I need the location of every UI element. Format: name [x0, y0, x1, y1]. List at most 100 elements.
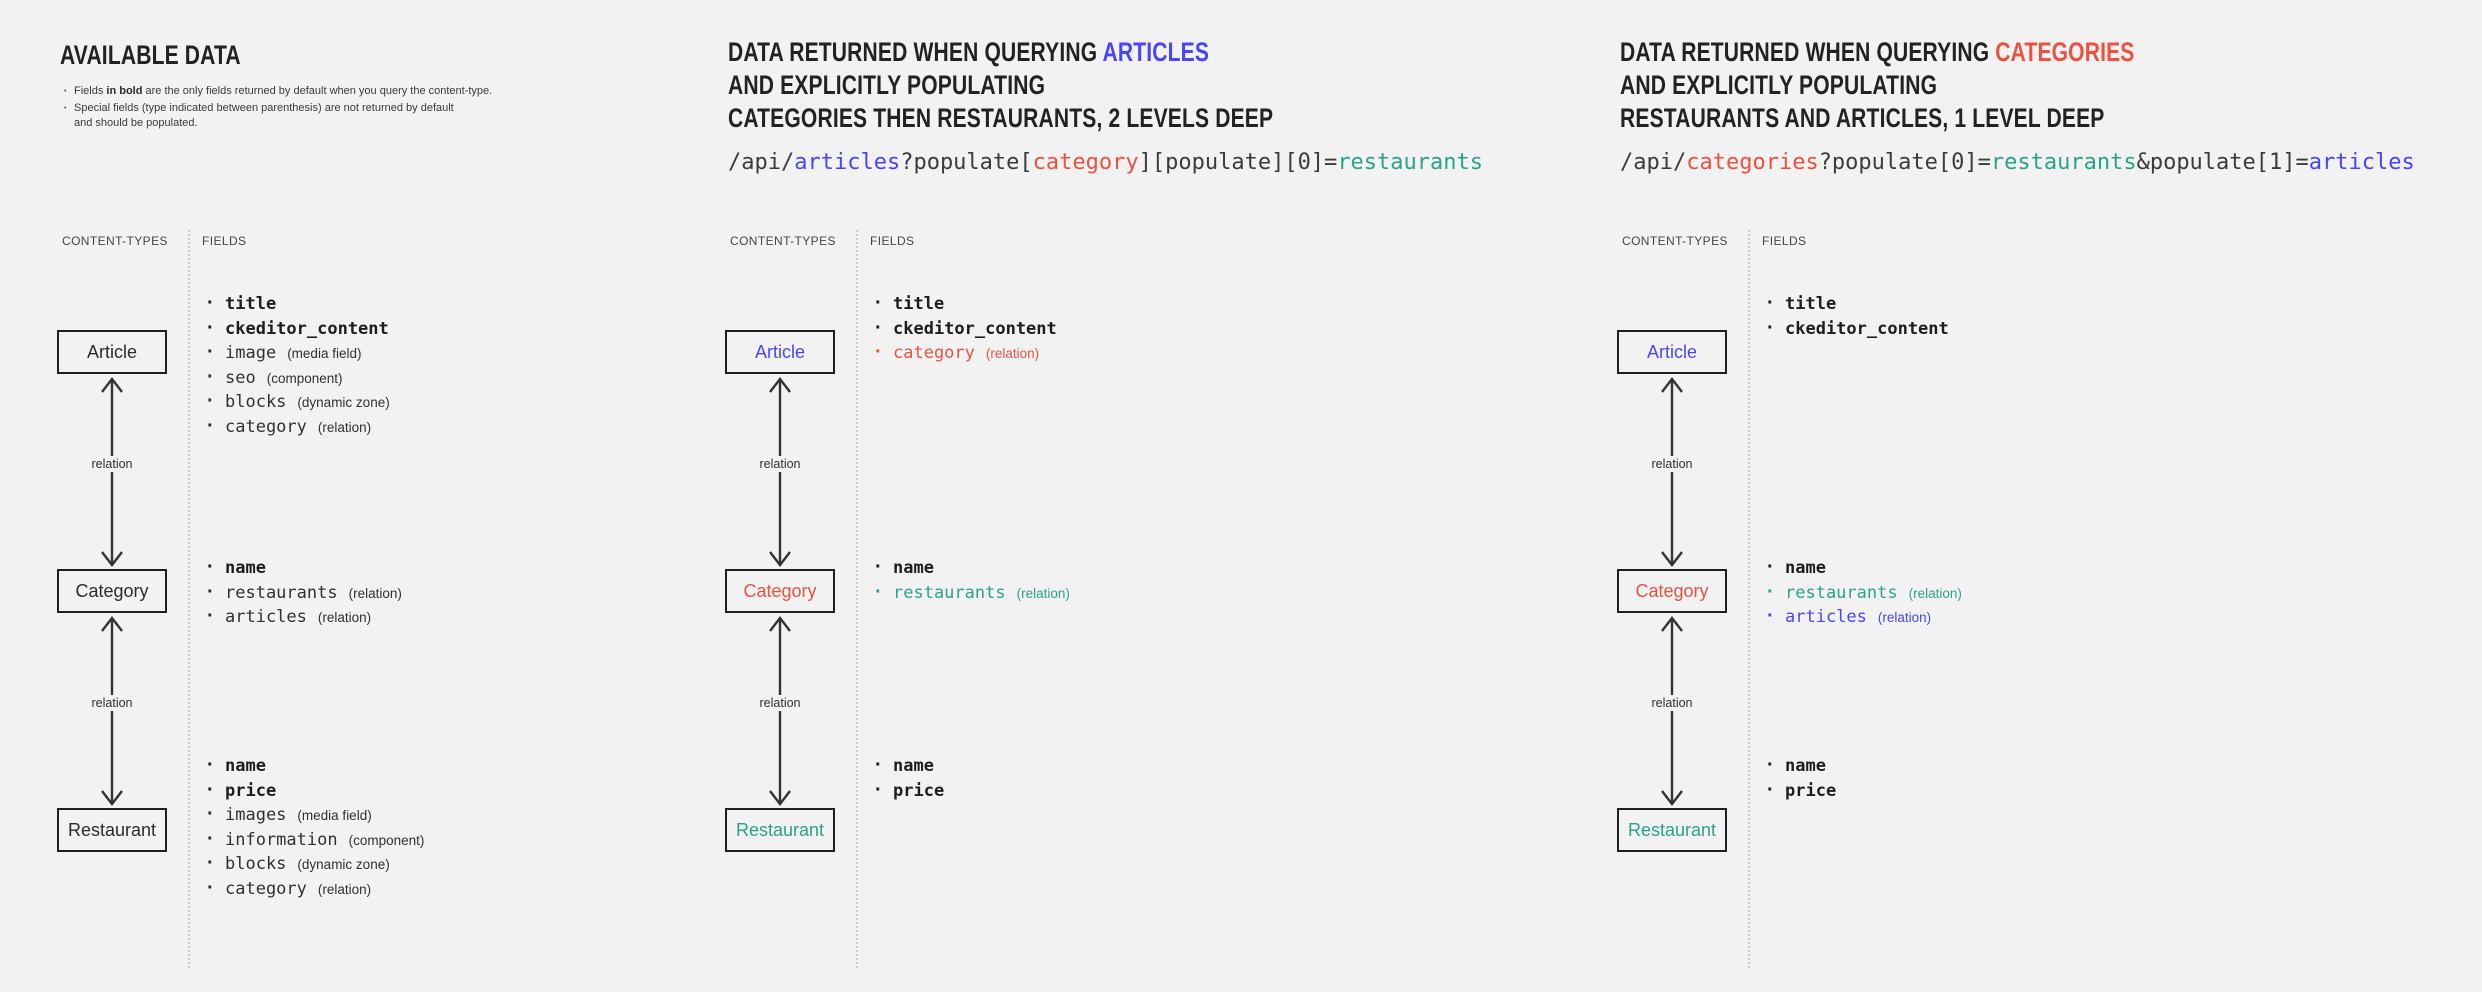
double-arrow-icon — [769, 616, 791, 806]
page-title: AVAILABLE DATA — [60, 40, 241, 70]
bullet-icon — [207, 292, 225, 315]
bullet-icon — [207, 877, 225, 900]
heading-line: CATEGORIES THEN RESTAURANTS, 2 LEVELS DE… — [728, 103, 1274, 133]
field-row: category(relation) — [207, 877, 424, 902]
heading-line: DATA RETURNED WHEN QUERYING CATEGORIES — [1620, 37, 2135, 67]
bullet-icon — [1767, 556, 1785, 579]
heading-accent: ARTICLES — [1102, 37, 1210, 67]
fields-restaurant: name price images(media field) informati… — [207, 754, 424, 901]
field-row: articles(relation) — [1767, 605, 1962, 630]
field-row: information(component) — [207, 828, 424, 853]
content-types-column-label: CONTENT-TYPES — [730, 234, 836, 248]
field-row: category(relation) — [875, 341, 1068, 366]
bullet-icon — [1767, 317, 1785, 340]
relations-diagram: CONTENT-TYPES FIELDS Article Category Re… — [725, 228, 1348, 973]
node-restaurant: Restaurant — [57, 808, 167, 852]
relation-label: relation — [86, 456, 138, 472]
bullet-icon — [207, 779, 225, 802]
field-row: image(media field) — [207, 341, 400, 366]
bullet-icon — [207, 415, 225, 438]
note-bold-fields: Fields in bold are the only fields retur… — [62, 84, 507, 101]
field-row: price — [1767, 779, 1847, 804]
field-row: restaurants(relation) — [875, 581, 1070, 606]
node-article: Article — [1617, 330, 1727, 374]
relations-diagram: CONTENT-TYPES FIELDS Article Category Re… — [1617, 228, 2240, 973]
double-arrow-icon — [1661, 616, 1683, 806]
field-row: restaurants(relation) — [207, 581, 402, 606]
field-row: ckeditor_content — [875, 317, 1068, 342]
fields-restaurant: name price — [875, 754, 955, 803]
bullet-icon — [62, 101, 74, 132]
field-row: name — [875, 556, 1070, 581]
field-row: category(relation) — [207, 415, 400, 440]
node-restaurant: Restaurant — [725, 808, 835, 852]
bullet-icon — [875, 341, 893, 364]
relation-label: relation — [754, 456, 806, 472]
notes-list: Fields in bold are the only fields retur… — [62, 84, 507, 132]
field-row: restaurants(relation) — [1767, 581, 1962, 606]
field-row: price — [207, 779, 424, 804]
fields-article: title ckeditor_content category(relation… — [875, 292, 1068, 366]
node-category: Category — [57, 569, 167, 613]
field-row: seo(component) — [207, 366, 400, 391]
bullet-icon — [207, 341, 225, 364]
bullet-icon — [1767, 292, 1785, 315]
bullet-icon — [207, 803, 225, 826]
heading-accent: CATEGORIES — [1995, 37, 2135, 67]
heading-line: AND EXPLICITLY POPULATING — [728, 70, 1046, 100]
fields-category: name restaurants(relation) — [875, 556, 1070, 605]
fields-article: title ckeditor_content — [1767, 292, 1960, 341]
content-types-column-label: CONTENT-TYPES — [1622, 234, 1728, 248]
relations-diagram: CONTENT-TYPES FIELDS Article Category Re… — [57, 228, 680, 973]
relation-arrow: relation — [1646, 376, 1698, 568]
field-row: name — [875, 754, 955, 779]
relation-arrow: relation — [86, 376, 138, 568]
api-query-path: /api/categories?populate[0]=restaurants&… — [1620, 150, 2415, 175]
field-row: title — [207, 292, 400, 317]
bullet-icon — [1767, 779, 1785, 802]
heading-line: RESTAURANTS AND ARTICLES, 1 LEVEL DEEP — [1620, 103, 2105, 133]
fields-category: name restaurants(relation) articles(rela… — [207, 556, 402, 630]
fields-category: name restaurants(relation) articles(rela… — [1767, 556, 1962, 630]
bullet-icon — [207, 317, 225, 340]
node-category: Category — [725, 569, 835, 613]
relation-label: relation — [1646, 456, 1698, 472]
field-row: title — [1767, 292, 1960, 317]
panel-query-articles: DATA RETURNED WHEN QUERYING ARTICLES AND… — [725, 0, 1483, 992]
bullet-icon — [1767, 605, 1785, 628]
fields-article: title ckeditor_content image(media field… — [207, 292, 400, 439]
field-row: articles(relation) — [207, 605, 402, 630]
bullet-icon — [207, 605, 225, 628]
panel-heading: DATA RETURNED WHEN QUERYING ARTICLES AND… — [728, 36, 1427, 135]
bullet-icon — [207, 828, 225, 851]
field-row: name — [1767, 754, 1847, 779]
bullet-icon — [875, 779, 893, 802]
node-category: Category — [1617, 569, 1727, 613]
bullet-icon — [207, 852, 225, 875]
bullet-icon — [875, 754, 893, 777]
relation-arrow: relation — [86, 615, 138, 807]
field-row: blocks(dynamic zone) — [207, 390, 400, 415]
relation-label: relation — [86, 695, 138, 711]
field-row: name — [207, 754, 424, 779]
bullet-icon — [875, 556, 893, 579]
bullet-icon — [207, 581, 225, 604]
field-row: price — [875, 779, 955, 804]
node-article: Article — [725, 330, 835, 374]
node-restaurant: Restaurant — [1617, 808, 1727, 852]
relation-arrow: relation — [1646, 615, 1698, 807]
bullet-icon — [207, 390, 225, 413]
fields-column-label: FIELDS — [870, 234, 915, 248]
double-arrow-icon — [1661, 377, 1683, 567]
bullet-icon — [875, 317, 893, 340]
double-arrow-icon — [101, 616, 123, 806]
bullet-icon — [1767, 754, 1785, 777]
field-row: title — [875, 292, 1068, 317]
dotted-separator — [1748, 230, 1750, 968]
dotted-separator — [188, 230, 190, 968]
bullet-icon — [1767, 581, 1785, 604]
bullet-icon — [62, 84, 74, 101]
field-row: ckeditor_content — [1767, 317, 1960, 342]
node-article: Article — [57, 330, 167, 374]
relation-arrow: relation — [754, 376, 806, 568]
